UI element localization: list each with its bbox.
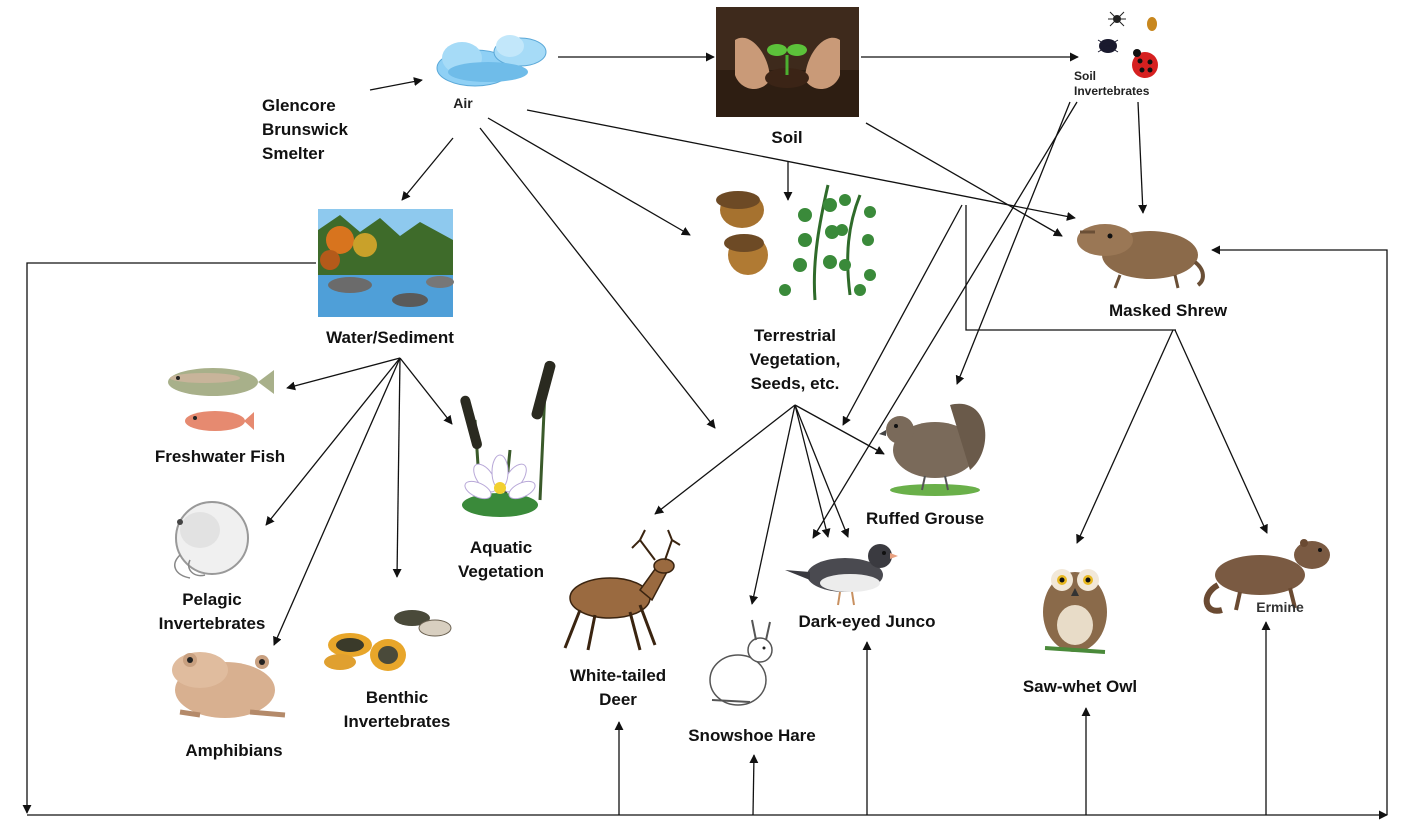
edge-smelter-air xyxy=(369,77,423,91)
cattail-lily-icon xyxy=(460,360,556,517)
node-label-freshwater-fish: Freshwater Fish xyxy=(154,447,286,466)
edge-soil-invertebrates-shrew xyxy=(1137,101,1148,214)
edge-air-deer xyxy=(479,127,716,429)
node-label-pelagic-invertebrates: Pelagic Invertebrates xyxy=(158,590,266,633)
edge-bus-hare xyxy=(749,754,759,816)
edge-water-bottom-route xyxy=(22,262,316,814)
node-label-soil-invertebrates: Soil Invertebrates xyxy=(1074,69,1150,98)
edge-vegetation-deer xyxy=(654,404,796,515)
edge-vegetation-shrew xyxy=(965,205,1176,331)
mussels-icon xyxy=(324,610,452,671)
edge-soil-invertebrates-grouse xyxy=(955,101,1071,385)
frog-icon xyxy=(172,652,286,718)
owl-icon xyxy=(1043,569,1107,654)
node-label-masked-shrew: Masked Shrew xyxy=(1108,301,1228,320)
acorns-and-leaves-icon xyxy=(716,184,876,301)
edge-soil-shrew xyxy=(865,122,1063,237)
shrew-icon xyxy=(1077,224,1205,289)
node-label-white-tailed-deer: White-tailed Deer xyxy=(569,666,667,709)
node-label-saw-whet-owl: Saw-whet Owl xyxy=(1022,677,1138,696)
edge-shrew-owl xyxy=(1076,329,1174,544)
fish-icon xyxy=(168,368,274,431)
edge-water-amphibians xyxy=(273,357,401,646)
edge-water-benthic xyxy=(392,357,402,578)
node-label-water-sediment: Water/Sediment xyxy=(326,328,454,347)
node-label-benthic-invertebrates: Benthic Invertebrates xyxy=(343,688,451,731)
hare-icon xyxy=(709,619,773,706)
edge-air-water xyxy=(401,137,454,201)
cloud-icon xyxy=(436,35,547,87)
edge-vegetation-grouse-b xyxy=(794,404,885,455)
ermine-icon xyxy=(1203,539,1330,614)
node-label-amphibians: Amphibians xyxy=(185,741,283,760)
grouse-icon xyxy=(879,403,986,496)
node-label-terrestrial-vegetation: Terrestrial Vegetation, Seeds, etc. xyxy=(749,326,841,393)
edge-vegetation-junco-b xyxy=(794,404,850,538)
node-label-air: Air xyxy=(453,95,473,111)
edge-bus-shrew xyxy=(1211,245,1388,815)
edge-water-pelagic xyxy=(265,357,401,526)
edge-air-shrew xyxy=(526,109,1076,221)
edge-vegetation-hare xyxy=(749,404,796,605)
node-label-source: Glencore Brunswick Smelter xyxy=(262,96,348,163)
node-label-aquatic-vegetation: Aquatic Vegetation xyxy=(458,538,544,581)
node-label-soil: Soil xyxy=(771,128,803,147)
deer-icon xyxy=(563,529,681,651)
node-label-ruffed-grouse: Ruffed Grouse xyxy=(865,509,985,528)
pelagic-invertebrate-icon xyxy=(174,501,249,579)
edge-air-vegetation xyxy=(487,117,691,236)
soil-photo xyxy=(716,7,859,117)
edge-vegetation-junco-a xyxy=(794,404,831,538)
edge-water-aquatic-vegetation xyxy=(399,357,453,425)
edge-vegetation-grouse xyxy=(842,204,963,426)
edge-shrew-ermine xyxy=(1174,329,1268,534)
node-label-dark-eyed-junco: Dark-eyed Junco xyxy=(798,612,936,631)
river-photo xyxy=(318,209,454,317)
edge-soil-invertebrates-junco xyxy=(812,101,1078,539)
node-label-snowshoe-hare: Snowshoe Hare xyxy=(688,726,816,745)
edge-water-fish xyxy=(286,357,401,391)
soil-invertebrates-icon xyxy=(1097,11,1158,78)
junco-icon xyxy=(785,544,898,606)
node-label-ermine: Ermine xyxy=(1256,599,1304,615)
